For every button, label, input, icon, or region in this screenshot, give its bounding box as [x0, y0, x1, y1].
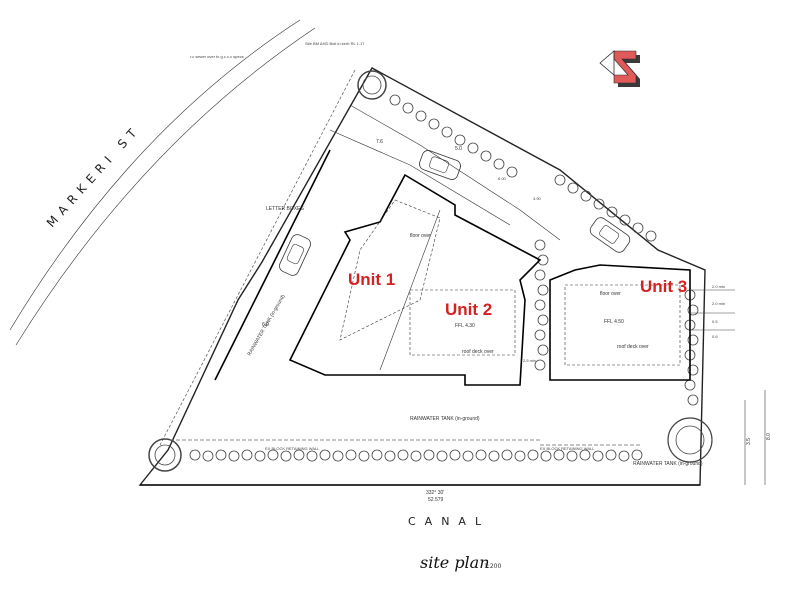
- car-2: [419, 150, 461, 180]
- unit-1-floor-over: [339, 199, 441, 341]
- unit-3-outline: [549, 264, 691, 381]
- sewer-note: r.c sewer over to g.c.c.c specs: [190, 54, 244, 59]
- retaining-wall-label-1: EX BLOCK RETAINING WALL: [265, 446, 320, 451]
- unit-2-label: Unit 2: [445, 300, 492, 319]
- street-label: MARKERI ST: [44, 122, 143, 230]
- site-plan-title: site plan: [420, 553, 490, 572]
- boundary-fence: [214, 149, 331, 381]
- dim-06: 0.6: [712, 334, 718, 339]
- hedge-right: [534, 239, 713, 463]
- unit-2-ffl: FFL 4.30: [455, 323, 475, 329]
- rainwater-tank-2: RAINWATER TANK (in-ground): [410, 416, 480, 422]
- unit-3-floor-over: [564, 284, 681, 366]
- dim-2min-b: 2.0 min: [712, 301, 725, 306]
- letter-boxes-label: LETTER BOXES: [266, 206, 304, 212]
- unit-2-floor-over: [409, 289, 516, 356]
- street-kerb: [9, 19, 301, 331]
- dim-60: 6.0: [262, 322, 269, 328]
- unit-1-floor-over-label: floor over: [410, 233, 431, 239]
- dim-390: 3.90: [533, 196, 542, 201]
- north-arrow-icon: [599, 50, 640, 87]
- unit-3-ffl: FFL 4.50: [604, 319, 624, 325]
- hedge-top: [389, 94, 657, 242]
- dim-2min-a: 2.0 min: [712, 284, 725, 289]
- boundary-bearing: 332° 30': [426, 490, 444, 496]
- dim-05: 0.5: [712, 319, 718, 324]
- site-boundary: [138, 67, 706, 486]
- dim-600: 6.00: [498, 176, 507, 181]
- dim-76: 7.6: [376, 139, 383, 145]
- side-dim-1: 8.0: [766, 433, 772, 440]
- car-3: [589, 217, 631, 253]
- unit-3-floor-over-label: floor over: [600, 291, 621, 297]
- hedge-bottom: [189, 449, 643, 462]
- side-dim-2: 3.5: [746, 438, 752, 445]
- rainwater-tank-3: RAINWATER TANK (in-ground): [633, 461, 703, 467]
- car-1: [279, 234, 311, 276]
- site-boundary-dashed: [159, 69, 356, 446]
- unit-2-roof-deck: roof deck over: [462, 349, 494, 355]
- unit-1-2-outline: [288, 173, 542, 386]
- boundary-length: 52.579: [428, 497, 444, 503]
- driveway: [329, 104, 561, 241]
- dim-25min: 2.5 min: [523, 358, 536, 363]
- dim-50: 5.0: [455, 146, 462, 152]
- canal-label: CANAL: [408, 515, 490, 528]
- scale-label: 1:200: [484, 563, 501, 570]
- right-dimensions: [690, 289, 766, 485]
- unit-1-label: Unit 1: [348, 270, 395, 289]
- site-bm-note: Site BM AHD Bolt in kerb RL 1.17: [305, 41, 365, 46]
- hedge-left: [148, 70, 387, 472]
- unit-3-roof-deck: roof deck over: [617, 344, 649, 350]
- unit-3-label: Unit 3: [640, 277, 687, 296]
- street-kerb-inner: [15, 27, 316, 346]
- retaining-wall-label-2: EX BLOCK RETAINING WALL: [540, 446, 595, 451]
